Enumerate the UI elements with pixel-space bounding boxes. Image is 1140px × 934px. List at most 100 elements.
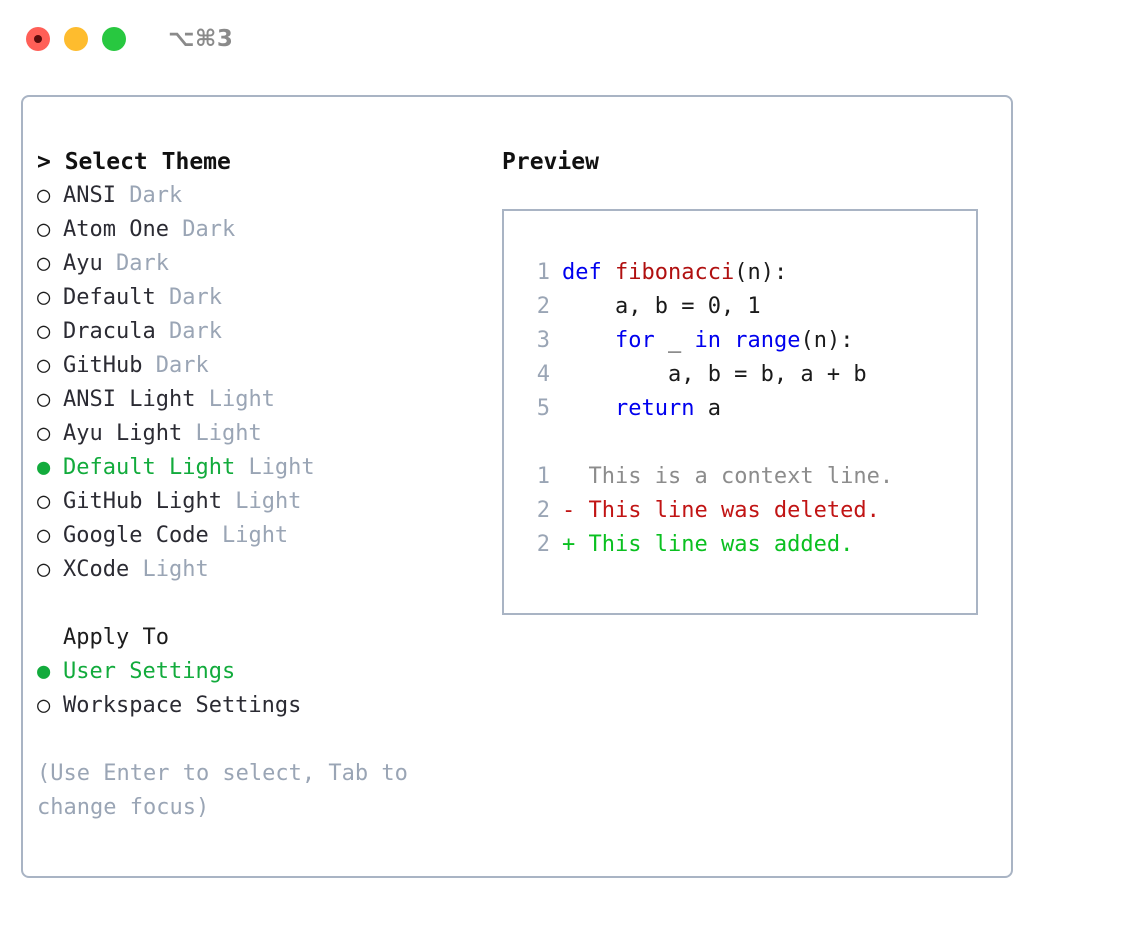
code-token-plain [562, 396, 615, 421]
radio-unselected-icon: ○ [37, 489, 51, 514]
label-separator [222, 485, 235, 519]
theme-option-ayu-light[interactable]: ○Ayu Light Light [37, 417, 487, 451]
label-separator [156, 281, 169, 315]
theme-option-default[interactable]: ○Default Dark [37, 281, 487, 315]
apply-to-header: Apply To [63, 625, 169, 650]
code-token-plain [562, 328, 615, 353]
theme-option-tag: Light [221, 523, 289, 548]
apply-to-option-label: Workspace Settings [63, 693, 302, 718]
code-line: 3 for _ in range(n): [522, 324, 968, 358]
theme-option-tag: Dark [168, 319, 222, 344]
theme-option-xcode[interactable]: ○XCode Light [37, 553, 487, 587]
code-line-number: 5 [536, 396, 550, 421]
traffic-lights [26, 27, 126, 51]
apply-to-list: ● User Settings ○Workspace Settings [37, 655, 487, 723]
maximize-window-button[interactable] [102, 27, 126, 51]
theme-option-ansi-light[interactable]: ○ ANSI Light Light [37, 383, 487, 417]
radio-unselected-icon: ○ [37, 319, 51, 344]
radio-unselected-icon: ○ [37, 421, 51, 446]
theme-option-tag: Light [208, 387, 275, 412]
radio-unselected-icon: ○ [37, 523, 51, 548]
title-bar: ⌥⌘3 [0, 0, 1140, 78]
theme-option-github-light[interactable]: ○GitHub Light Light [37, 485, 487, 519]
diff-sign-gap [575, 460, 588, 494]
theme-option-label: XCode [63, 557, 130, 582]
diff-lines: 1 This is a context line.2- This line wa… [522, 460, 968, 562]
code-line-number: 2 [536, 294, 550, 319]
theme-option-default-light[interactable]: ● Default Light Light [37, 451, 487, 485]
radio-selected-icon: ● [37, 455, 51, 480]
theme-list: ○ANSI Dark○Atom One Dark○Ayu Dark○Defaul… [37, 179, 487, 587]
code-token-fn: fibonacci [615, 260, 735, 285]
theme-option-label: ANSI Light [63, 387, 196, 412]
theme-option-label: GitHub [63, 353, 143, 378]
theme-option-github[interactable]: ○ GitHub Dark [37, 349, 487, 383]
code-line: 2 a, b = 0, 1 [522, 290, 968, 324]
theme-option-tag: Dark [168, 285, 222, 310]
code-line-number: 3 [536, 328, 550, 353]
theme-option-label: Default Light [63, 455, 236, 480]
theme-option-ansi[interactable]: ○ ANSI Dark [37, 179, 487, 213]
theme-option-tag: Dark [155, 353, 209, 378]
theme-option-label: ANSI [63, 183, 116, 208]
select-theme-header: > Select Theme [37, 149, 231, 175]
keyboard-shortcut-label: ⌥⌘3 [168, 26, 234, 52]
diff-sign [562, 460, 575, 494]
theme-option-google-code[interactable]: ○Google Code Light [37, 519, 487, 553]
theme-option-ayu[interactable]: ○Ayu Dark [37, 247, 487, 281]
theme-option-label: Ayu Light [63, 421, 183, 446]
code-line: 5 return a [522, 392, 968, 426]
code-line-content: def fibonacci(n): [562, 256, 787, 290]
theme-option-tag: Dark [116, 251, 169, 276]
theme-option-dracula[interactable]: ○Dracula Dark [37, 315, 487, 349]
radio-unselected-icon: ○ [37, 217, 51, 242]
radio-unselected-icon: ○ [37, 353, 51, 378]
theme-option-tag: Dark [182, 217, 236, 242]
code-token-plain: _ [654, 328, 695, 353]
label-separator [182, 417, 195, 451]
diff-line-add: 2+ This line was added. [522, 528, 968, 562]
theme-option-tag: Light [235, 489, 302, 514]
code-token-plain: (n): [734, 260, 788, 285]
diff-line-number: 2 [536, 532, 550, 557]
close-window-button[interactable] [26, 27, 50, 51]
theme-option-label: Atom One [63, 217, 169, 242]
radio-unselected-icon: ○ [37, 387, 51, 412]
code-line-content: for _ in range(n): [562, 324, 853, 358]
theme-option-label: Ayu [63, 251, 103, 276]
label-separator [116, 179, 129, 213]
radio-selected-icon: ● [37, 659, 51, 684]
code-line: 4 a, b = b, a + b [522, 358, 968, 392]
code-token-kw: range [734, 328, 801, 353]
code-token-plain: a [694, 396, 721, 421]
theme-option-atom-one[interactable]: ○ Atom One Dark [37, 213, 487, 247]
theme-option-label: Default [63, 285, 156, 310]
apply-to-option-workspace-settings[interactable]: ○Workspace Settings [37, 689, 487, 723]
diff-line-ctx: 1 This is a context line. [522, 460, 968, 494]
preview-title: Preview [502, 149, 599, 175]
apply-to-option-user-settings[interactable]: ● User Settings [37, 655, 487, 689]
code-line-content: return a [562, 392, 721, 426]
radio-unselected-icon: ○ [37, 183, 51, 208]
minimize-window-button[interactable] [64, 27, 88, 51]
label-separator [103, 247, 116, 281]
theme-option-tag: Dark [129, 183, 183, 208]
label-separator [129, 553, 142, 587]
code-line-number: 4 [536, 362, 550, 387]
label-separator [156, 315, 169, 349]
label-separator [209, 519, 222, 553]
theme-option-tag: Light [248, 455, 315, 480]
keyboard-hint-text: (Use Enter to select, Tab to change focu… [37, 761, 408, 820]
diff-line-number: 1 [536, 464, 550, 489]
list-spacer [37, 587, 487, 621]
code-line-content: a, b = 0, 1 [562, 290, 761, 324]
code-line-number: 1 [536, 260, 550, 285]
code-token-plain: a, b = 0, 1 [562, 294, 761, 319]
main-panel: > Select Theme ○ANSI Dark○Atom One Dark○… [21, 95, 1013, 878]
code-line: 1 def fibonacci(n): [522, 256, 968, 290]
label-separator [169, 213, 182, 247]
diff-line-text: This is a context line. [588, 464, 894, 489]
apply-to-option-label: User Settings [63, 659, 236, 684]
